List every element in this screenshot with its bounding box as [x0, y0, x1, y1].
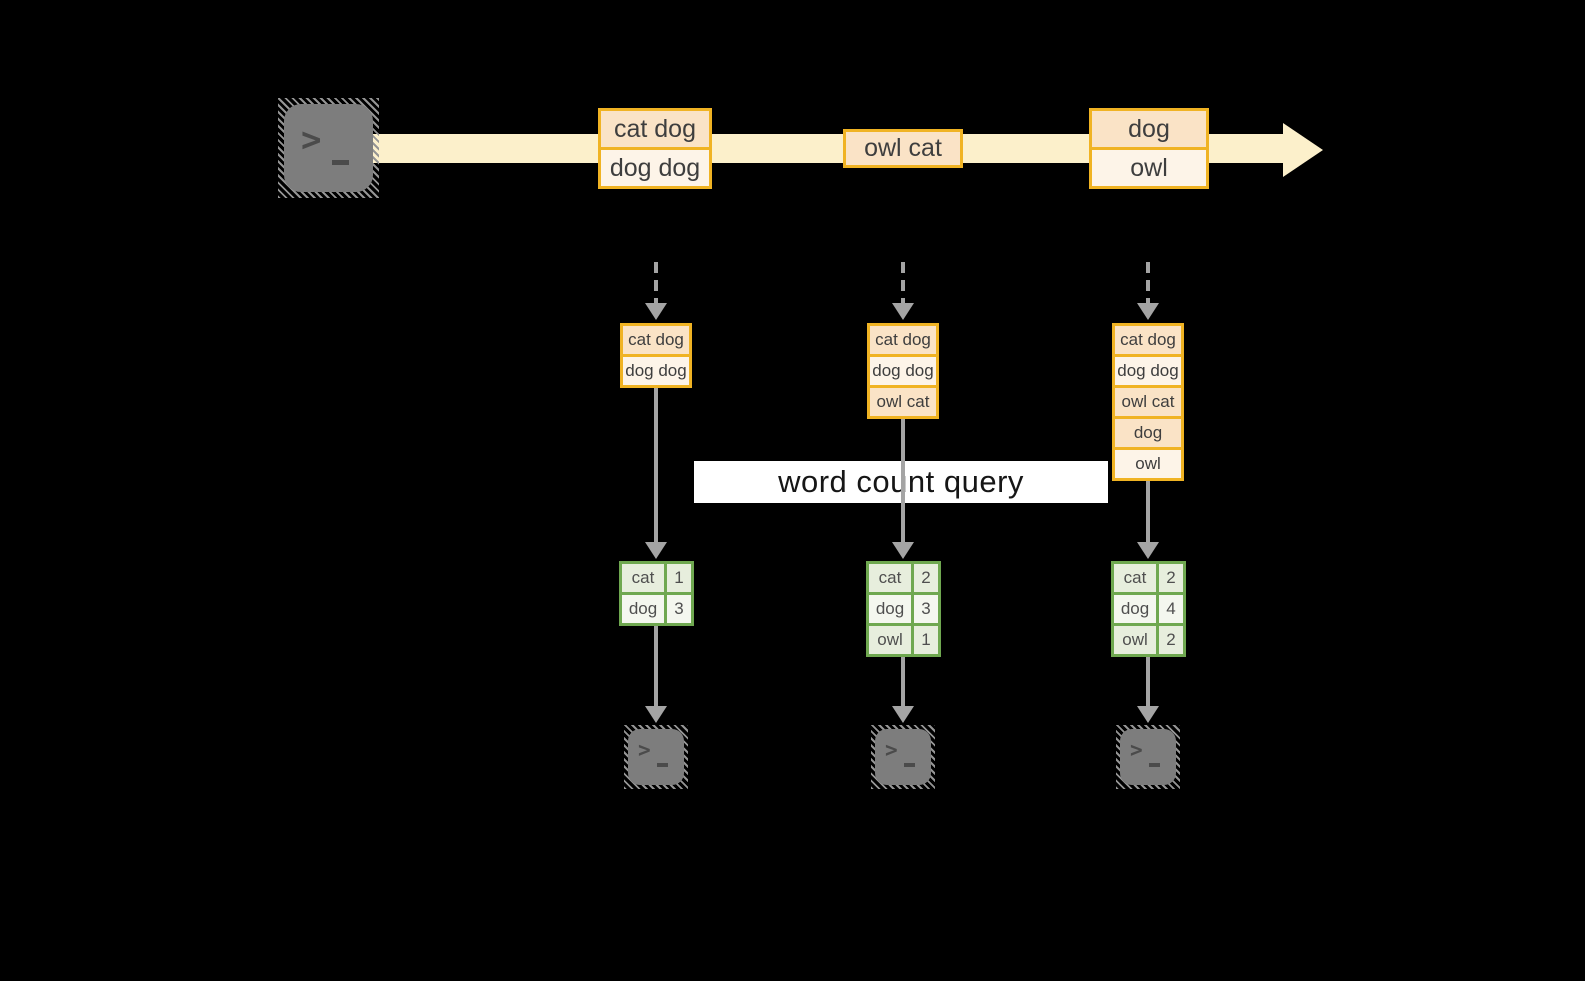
output-arrow-line-3 — [1146, 657, 1150, 708]
terminal-screen: > — [628, 729, 684, 785]
word-cell: dog — [869, 595, 911, 623]
count-cell: 2 — [1159, 564, 1183, 592]
count-cell: 2 — [1159, 626, 1183, 654]
word-cell: cat — [1114, 564, 1156, 592]
count-cell: 1 — [667, 564, 691, 592]
word-cell: dog — [1114, 595, 1156, 623]
count-cell: 1 — [914, 626, 938, 654]
stream-message-box-3: dog owl — [1089, 108, 1209, 189]
output-arrow-head-3 — [1137, 706, 1159, 723]
buffer-cell: cat dog — [623, 326, 689, 354]
buffer-cell: dog dog — [1115, 357, 1181, 385]
output-arrow-line-1 — [654, 626, 658, 708]
stream-arrow-head-icon — [1283, 123, 1323, 177]
buffer-cell: owl cat — [1115, 388, 1181, 416]
word-cell: owl — [869, 626, 911, 654]
output-arrow-head-2 — [892, 706, 914, 723]
prompt-chevron-icon: > — [301, 120, 322, 160]
count-cell: 2 — [914, 564, 938, 592]
ingest-arrow-line-2 — [901, 262, 905, 304]
output-arrow-head-1 — [645, 706, 667, 723]
output-arrow-line-2 — [901, 657, 905, 708]
ingest-arrow-head-1 — [645, 303, 667, 320]
ingest-arrow-line-3 — [1146, 262, 1150, 304]
ingest-arrow-head-3 — [1137, 303, 1159, 320]
terminal-source-icon: > — [278, 98, 379, 198]
prompt-chevron-icon: > — [1130, 738, 1143, 762]
message-buffer-2: cat dog dog dog owl cat — [867, 323, 939, 419]
word-cell: owl — [1114, 626, 1156, 654]
word-cell: dog — [622, 595, 664, 623]
ingest-arrow-line-1 — [654, 262, 658, 304]
terminal-sink-icon-1: > — [624, 725, 688, 789]
prompt-cursor-icon — [1149, 763, 1160, 767]
word-cell: cat — [869, 564, 911, 592]
query-arrow-head-1 — [645, 542, 667, 559]
message-cell: cat dog — [601, 111, 709, 147]
query-arrow-line-3 — [1146, 481, 1150, 544]
count-table-2: cat 2 dog 3 owl 1 — [866, 561, 941, 657]
buffer-cell: owl cat — [870, 388, 936, 416]
terminal-screen: > — [284, 104, 373, 192]
count-table-1: cat 1 dog 3 — [619, 561, 694, 626]
message-cell: owl cat — [846, 132, 960, 165]
prompt-cursor-icon — [332, 160, 349, 165]
buffer-cell: cat dog — [1115, 326, 1181, 354]
prompt-cursor-icon — [657, 763, 668, 767]
message-cell: owl — [1092, 150, 1206, 186]
ingest-arrow-head-2 — [892, 303, 914, 320]
query-arrow-head-2 — [892, 542, 914, 559]
word-cell: cat — [622, 564, 664, 592]
buffer-cell: dog dog — [623, 357, 689, 385]
terminal-sink-icon-2: > — [871, 725, 935, 789]
message-buffer-3: cat dog dog dog owl cat dog owl — [1112, 323, 1184, 481]
query-arrow-head-3 — [1137, 542, 1159, 559]
query-arrow-line-1 — [654, 388, 658, 544]
stream-message-box-2: owl cat — [843, 129, 963, 168]
count-cell: 3 — [667, 595, 691, 623]
count-table-3: cat 2 dog 4 owl 2 — [1111, 561, 1186, 657]
buffer-cell: dog dog — [870, 357, 936, 385]
message-cell: dog dog — [601, 150, 709, 186]
message-cell: dog — [1092, 111, 1206, 147]
terminal-screen: > — [1120, 729, 1176, 785]
query-label-text: word count query — [778, 464, 1024, 499]
buffer-cell: dog — [1115, 419, 1181, 447]
stream-message-box-1: cat dog dog dog — [598, 108, 712, 189]
prompt-cursor-icon — [904, 763, 915, 767]
prompt-chevron-icon: > — [638, 738, 651, 762]
query-arrow-line-2 — [901, 419, 905, 544]
prompt-chevron-icon: > — [885, 738, 898, 762]
terminal-screen: > — [875, 729, 931, 785]
count-cell: 3 — [914, 595, 938, 623]
buffer-cell: cat dog — [870, 326, 936, 354]
count-cell: 4 — [1159, 595, 1183, 623]
buffer-cell: owl — [1115, 450, 1181, 478]
terminal-sink-icon-3: > — [1116, 725, 1180, 789]
message-buffer-1: cat dog dog dog — [620, 323, 692, 388]
